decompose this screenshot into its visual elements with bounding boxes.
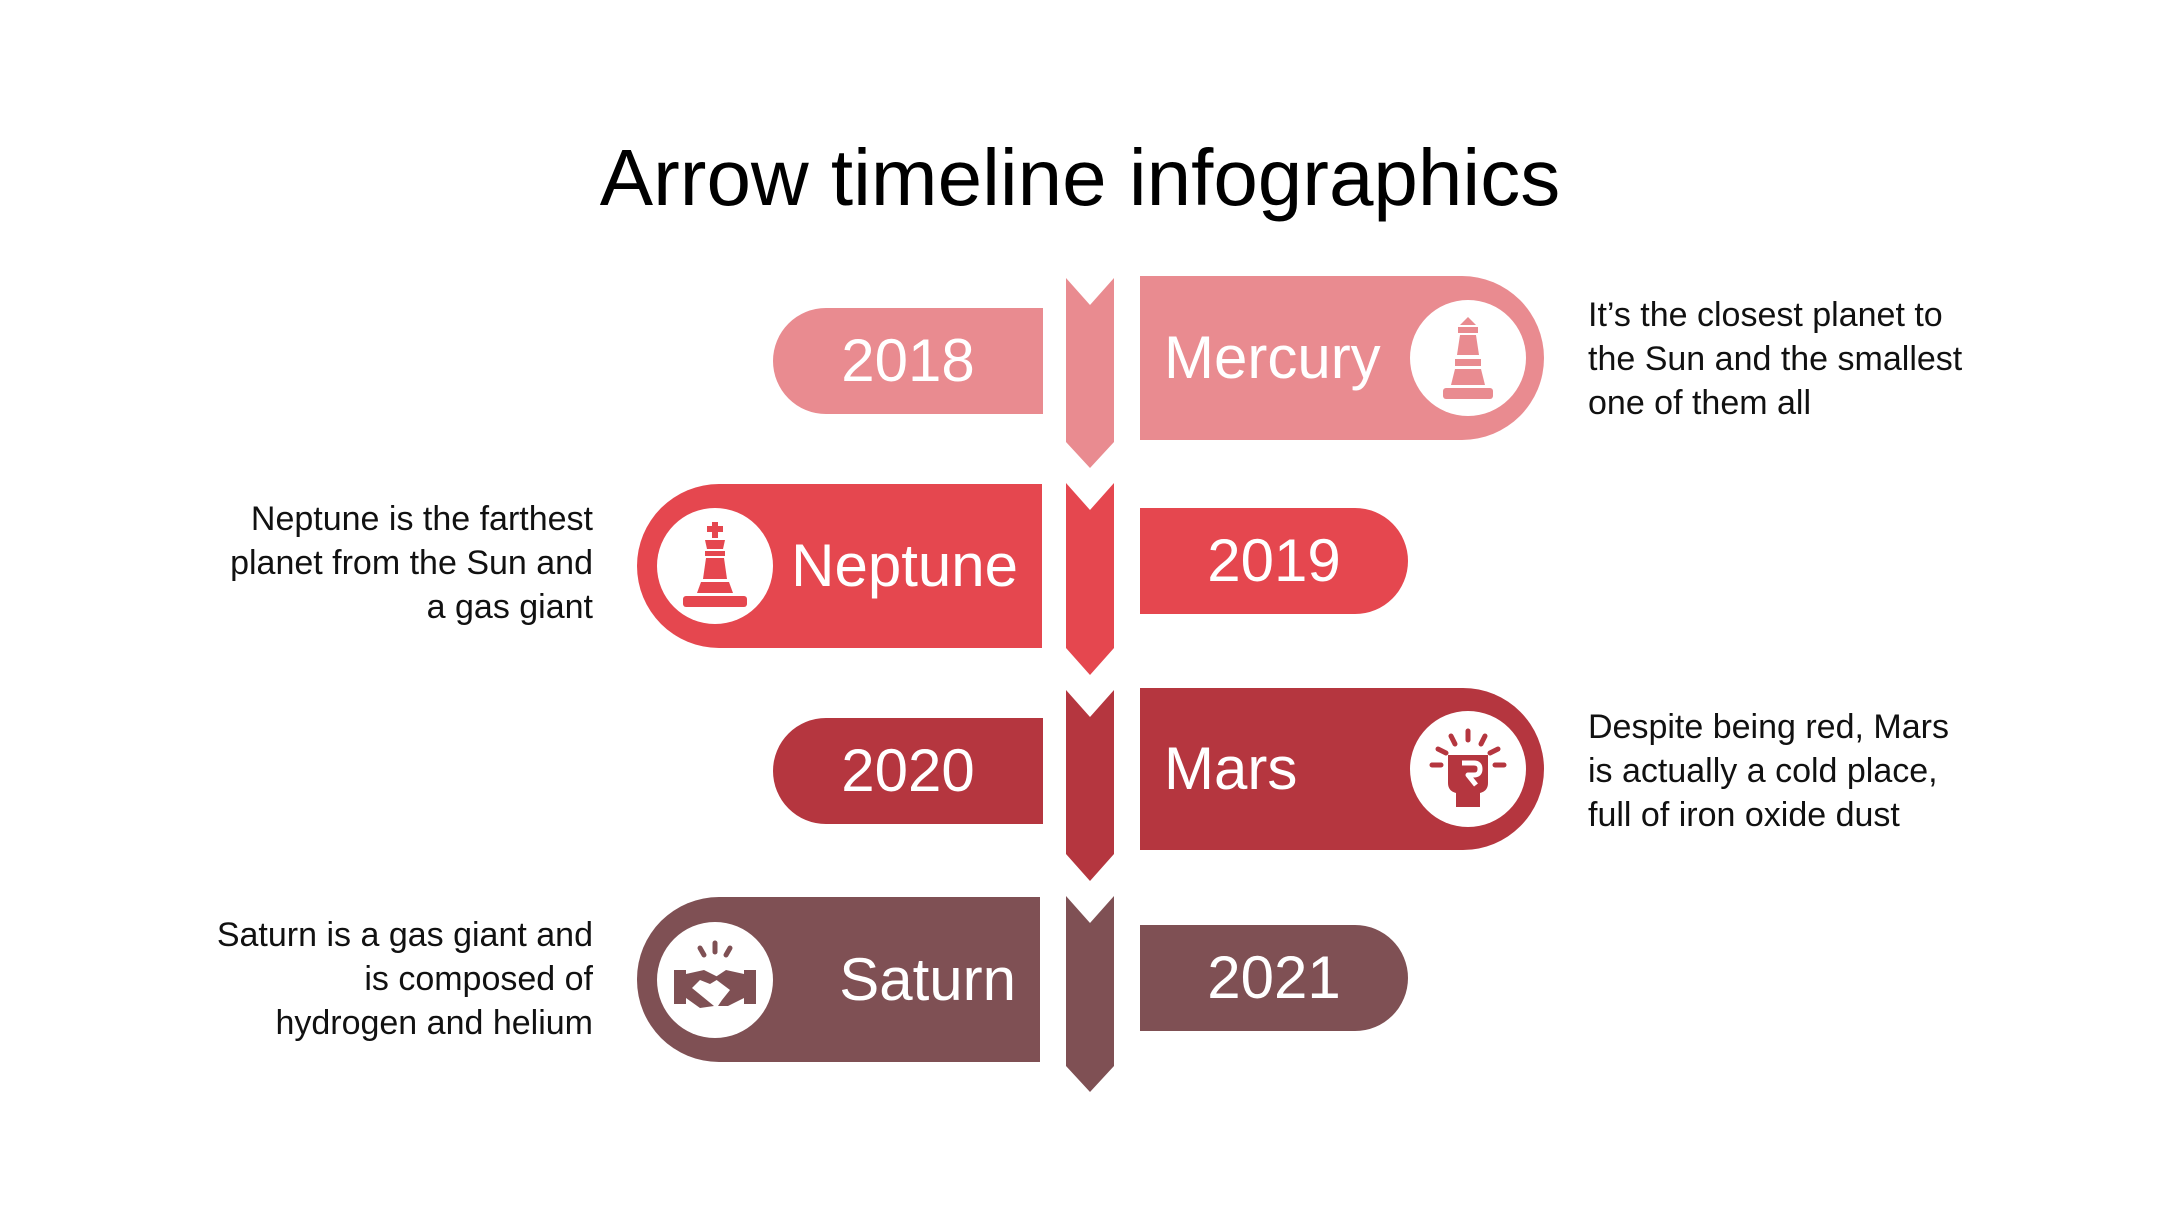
icon-badge — [1410, 711, 1526, 827]
year-label: 2019 — [1207, 527, 1341, 594]
raised-fist-icon — [1429, 728, 1507, 807]
arrow-segment-2019 — [1066, 483, 1114, 675]
handshake-icon — [674, 940, 756, 1008]
year-pill-2018: 2018 — [773, 308, 1043, 414]
year-pill-2020: 2020 — [773, 718, 1043, 824]
planet-pill-saturn: Saturn — [637, 897, 1040, 1062]
planet-name: Saturn — [839, 945, 1016, 1013]
description-saturn: Saturn is a gas giant and is composed of… — [216, 916, 593, 1042]
year-label: 2018 — [841, 327, 975, 394]
description-mars: Despite being red, Mars is actually a co… — [1588, 708, 1949, 834]
chess-king-icon — [683, 522, 747, 607]
year-pill-2019: 2019 — [1140, 508, 1408, 614]
planet-name: Mercury — [1164, 324, 1381, 391]
planet-pill-mars: Mars — [1140, 688, 1544, 850]
chess-pawn-icon — [1443, 317, 1493, 399]
planet-pill-mercury: Mercury — [1140, 276, 1544, 440]
planet-name: Neptune — [791, 532, 1018, 599]
page-title: Arrow timeline infographics — [599, 133, 1561, 222]
icon-badge — [657, 508, 773, 624]
planet-pill-neptune: Neptune — [637, 484, 1042, 648]
description-mercury: It’s the closest planet to the Sun and t… — [1588, 296, 1963, 422]
arrow-segment-2020 — [1066, 690, 1114, 881]
year-label: 2020 — [841, 737, 975, 804]
planet-name: Mars — [1164, 735, 1298, 802]
description-neptune: Neptune is the farthest planet from the … — [230, 500, 593, 626]
icon-badge — [657, 922, 773, 1038]
icon-badge — [1410, 300, 1526, 416]
year-pill-2021: 2021 — [1140, 925, 1408, 1031]
year-label: 2021 — [1207, 944, 1341, 1011]
arrow-segment-2018 — [1066, 278, 1114, 468]
arrow-segment-2021 — [1066, 896, 1114, 1092]
